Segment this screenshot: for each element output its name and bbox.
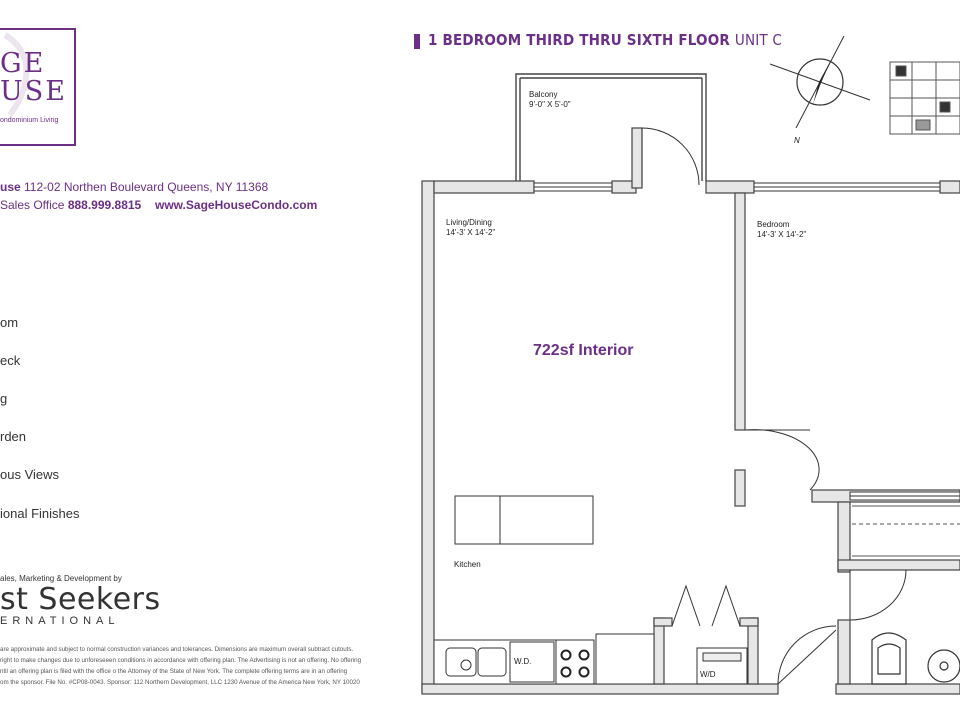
feature-item: eck xyxy=(0,353,21,368)
logo-text-bottom: USE xyxy=(0,76,67,107)
feature-item: rden xyxy=(0,429,27,444)
balcony-outline xyxy=(515,73,707,181)
room-balcony: Balcony 9'-0" X 5'-0" xyxy=(529,90,571,110)
legal-line: are approximate and subject to normal co… xyxy=(0,646,354,653)
room-bedroom: Bedroom 14'-3' X 14'-2" xyxy=(757,220,806,240)
legal-line: om the sponsor. File No. #CP08-0043. Spo… xyxy=(0,679,360,686)
sales-label: Sales Office xyxy=(0,198,68,212)
marketing-company: st Seekers xyxy=(0,582,161,617)
room-dimensions: 14'-3' X 14'-2" xyxy=(446,228,496,237)
interior-area: 722sf Interior xyxy=(533,342,634,359)
room-kitchen: Kitchen xyxy=(454,560,481,569)
legal-line: right to make changes due to unforeseeen… xyxy=(0,657,362,664)
room-living-dining: Living/Dining 14'-3' X 14'-2" xyxy=(446,218,495,238)
room-name: Living/Dining xyxy=(446,218,492,227)
washer-dryer-icon xyxy=(696,647,748,685)
feature-item: ous Views xyxy=(0,467,60,482)
appliance-wd-label: W.D. xyxy=(514,657,532,666)
legal-line: ntil an offering plan is filed with the … xyxy=(0,668,348,675)
kitchen-island xyxy=(454,495,594,545)
room-dimensions: 14'-3' X 14'-2" xyxy=(757,230,807,239)
website-link[interactable]: www.SageHouseCondo.com xyxy=(155,198,318,212)
logo-leaf-icon xyxy=(3,32,30,117)
logo-tagline: ondominium Living xyxy=(0,117,59,124)
logo-text-top: GE xyxy=(0,48,46,79)
bathtub-outline xyxy=(852,505,960,557)
title-main: 1 BEDROOM THIRD THRU SIXTH FLOOR xyxy=(428,31,730,49)
logo-frame xyxy=(0,28,76,146)
cooktop-icon xyxy=(560,649,590,678)
doors xyxy=(641,127,907,685)
bath-sink-icon xyxy=(927,649,960,683)
feature-item: ional Finishes xyxy=(0,506,80,521)
closet-wd-label: W/D xyxy=(700,670,716,679)
marketing-label: ales, Marketing & Development by xyxy=(0,574,122,583)
feature-item: g xyxy=(0,391,8,406)
compass-north-label: N xyxy=(794,136,800,145)
marketing-subtitle: ERNATIONAL xyxy=(0,615,120,627)
address-brand: use xyxy=(0,180,21,194)
key-plan-icon xyxy=(889,61,960,135)
sales-phone: 888.999.8815 xyxy=(67,198,142,212)
room-name: Balcony xyxy=(529,90,558,99)
exterior-walls xyxy=(421,127,960,695)
room-dimensions: 9'-0" X 5'-0" xyxy=(529,100,571,109)
room-name: Bedroom xyxy=(757,220,790,229)
sales-line: Sales Office 888.999.8815 xyxy=(0,198,141,212)
sink-icon xyxy=(445,647,507,677)
toilet-icon xyxy=(871,632,907,685)
feature-item: om xyxy=(0,315,19,330)
windows xyxy=(533,182,960,501)
title-unit: UNIT C xyxy=(734,31,782,49)
title-accent-bar xyxy=(414,34,420,49)
page-title: 1 BEDROOM THIRD THRU SIXTH FLOOR UNIT C xyxy=(428,31,782,49)
kitchen-counter xyxy=(433,633,655,685)
address-line: use 112-02 Northen Boulevard Queens, NY … xyxy=(0,180,268,194)
address-text: 112-02 Northen Boulevard Queens, NY 1136… xyxy=(20,180,269,194)
compass-icon xyxy=(769,35,871,129)
